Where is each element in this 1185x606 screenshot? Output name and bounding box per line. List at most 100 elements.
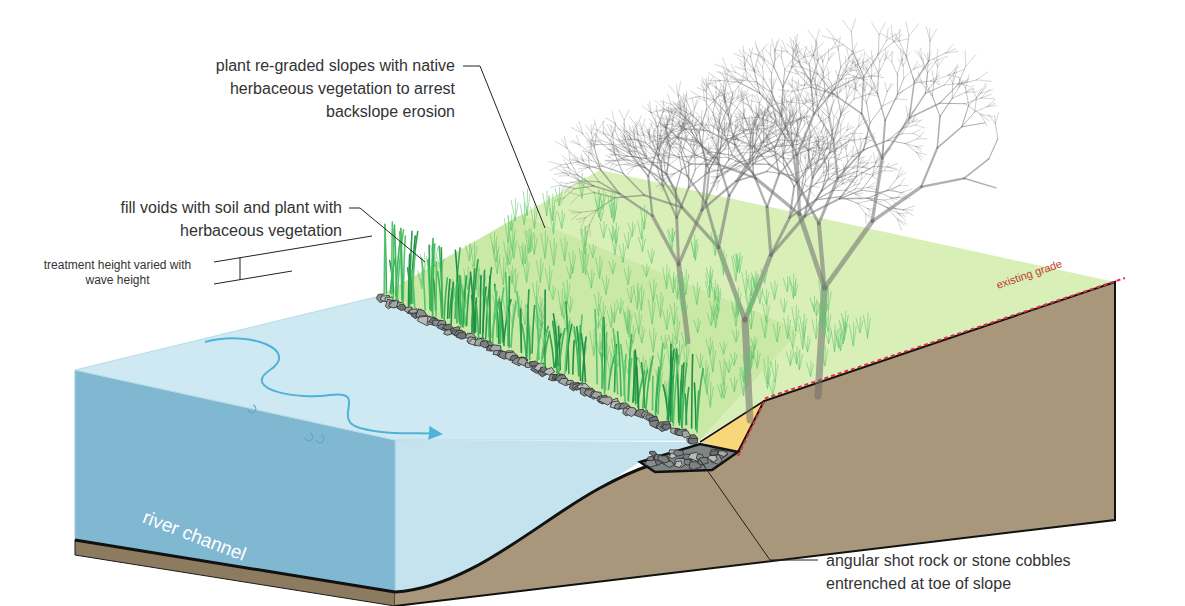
tree-branch	[642, 119, 645, 129]
tree-branch	[799, 145, 809, 148]
tree-branch	[739, 113, 740, 121]
tree-branch	[635, 121, 642, 129]
tree-branch	[773, 78, 777, 88]
tree-branch	[878, 35, 880, 54]
tree-branch	[940, 98, 952, 116]
tree-branch	[717, 72, 727, 75]
tree-branch	[813, 149, 817, 155]
tree-branch	[828, 163, 833, 166]
tree-branch	[755, 54, 764, 61]
tree-branch	[888, 134, 902, 141]
tree-branch	[902, 52, 904, 61]
tree-branch	[814, 43, 817, 56]
regraded-slope	[380, 215, 800, 440]
tree-branch	[660, 118, 661, 131]
tree-branch	[594, 147, 600, 169]
tree-branch	[809, 134, 812, 140]
tree-branch	[678, 94, 687, 102]
tree-branch	[872, 187, 921, 221]
tree-branch	[736, 118, 744, 119]
tree-branch	[870, 106, 883, 123]
tree-branch	[559, 175, 568, 177]
tree-branch	[819, 116, 834, 140]
tree-branch	[753, 95, 758, 103]
tree-branch	[745, 118, 752, 130]
tree-branch	[836, 140, 838, 150]
tree-branch	[661, 120, 669, 131]
tree-branch	[815, 73, 816, 81]
tree-branch	[812, 96, 818, 107]
tree-branch	[861, 174, 867, 179]
tree-branch	[867, 62, 868, 70]
tree-branch	[699, 133, 706, 166]
bubble	[248, 405, 256, 413]
tree-branch	[799, 85, 805, 100]
tree-branch	[976, 89, 981, 98]
tree-branch	[841, 98, 847, 113]
tree-branch	[845, 57, 847, 67]
tree-branch	[854, 94, 868, 99]
tree-branch	[775, 116, 779, 124]
tree-branch	[735, 115, 740, 122]
tree-branch	[919, 80, 927, 85]
tree-branch	[905, 144, 915, 147]
tree-branch	[581, 154, 583, 161]
tree-branch	[735, 72, 747, 79]
tree-branch	[953, 74, 956, 84]
tree-branch	[808, 168, 820, 169]
tree-branch	[814, 56, 818, 74]
tree-branch	[958, 77, 965, 88]
tree-branch	[803, 166, 806, 177]
tree-branch	[822, 36, 836, 40]
tree-branch	[614, 123, 624, 135]
tree-branch	[823, 174, 831, 176]
tree-branch	[555, 142, 567, 149]
tree-branch	[780, 106, 781, 113]
tree-branch	[830, 145, 833, 152]
tree-branch	[975, 98, 977, 112]
tree-branch	[885, 51, 888, 60]
tree-branch	[864, 69, 872, 79]
tree-branch	[829, 102, 834, 118]
tree-branch	[856, 194, 862, 196]
existing-grade-line	[738, 278, 1125, 456]
tree-branch	[802, 116, 810, 118]
tree-branch	[929, 41, 931, 61]
tree-branch	[762, 59, 764, 68]
tree-branch	[871, 51, 872, 61]
tree-branch	[892, 190, 901, 193]
tree-branch	[776, 51, 784, 59]
tree-branch	[799, 63, 805, 73]
tree-branch	[989, 139, 998, 159]
tree-branch	[765, 127, 775, 129]
tree-branch	[913, 66, 922, 70]
tree-branch	[701, 83, 705, 91]
tree-branch	[805, 158, 806, 166]
tree-branch	[823, 156, 825, 163]
tree-branch	[887, 28, 889, 40]
tree-branch	[856, 194, 861, 200]
tree-branch	[827, 82, 832, 90]
tree-branch	[757, 107, 762, 116]
tree-branch	[819, 55, 822, 62]
tree-branch	[937, 116, 940, 148]
tree-branch	[808, 158, 816, 168]
tree-branch	[767, 207, 771, 255]
tree-branch	[948, 74, 953, 84]
tree-branch	[594, 193, 615, 198]
tree-branch	[816, 133, 818, 141]
tree-branch	[931, 76, 940, 81]
tree-branch	[878, 42, 893, 54]
tree-branch	[775, 41, 777, 51]
tree-branch	[882, 120, 885, 158]
tree-branch	[789, 37, 796, 46]
tree-branch	[827, 140, 831, 147]
tree-branch	[681, 99, 684, 107]
tree-branch	[687, 102, 693, 116]
tree-branch	[723, 75, 726, 85]
tree-branch	[579, 167, 588, 168]
tree-branch	[860, 136, 861, 144]
tree-branch	[816, 79, 819, 88]
tree-branch	[865, 82, 867, 90]
tree-branch	[687, 142, 697, 156]
